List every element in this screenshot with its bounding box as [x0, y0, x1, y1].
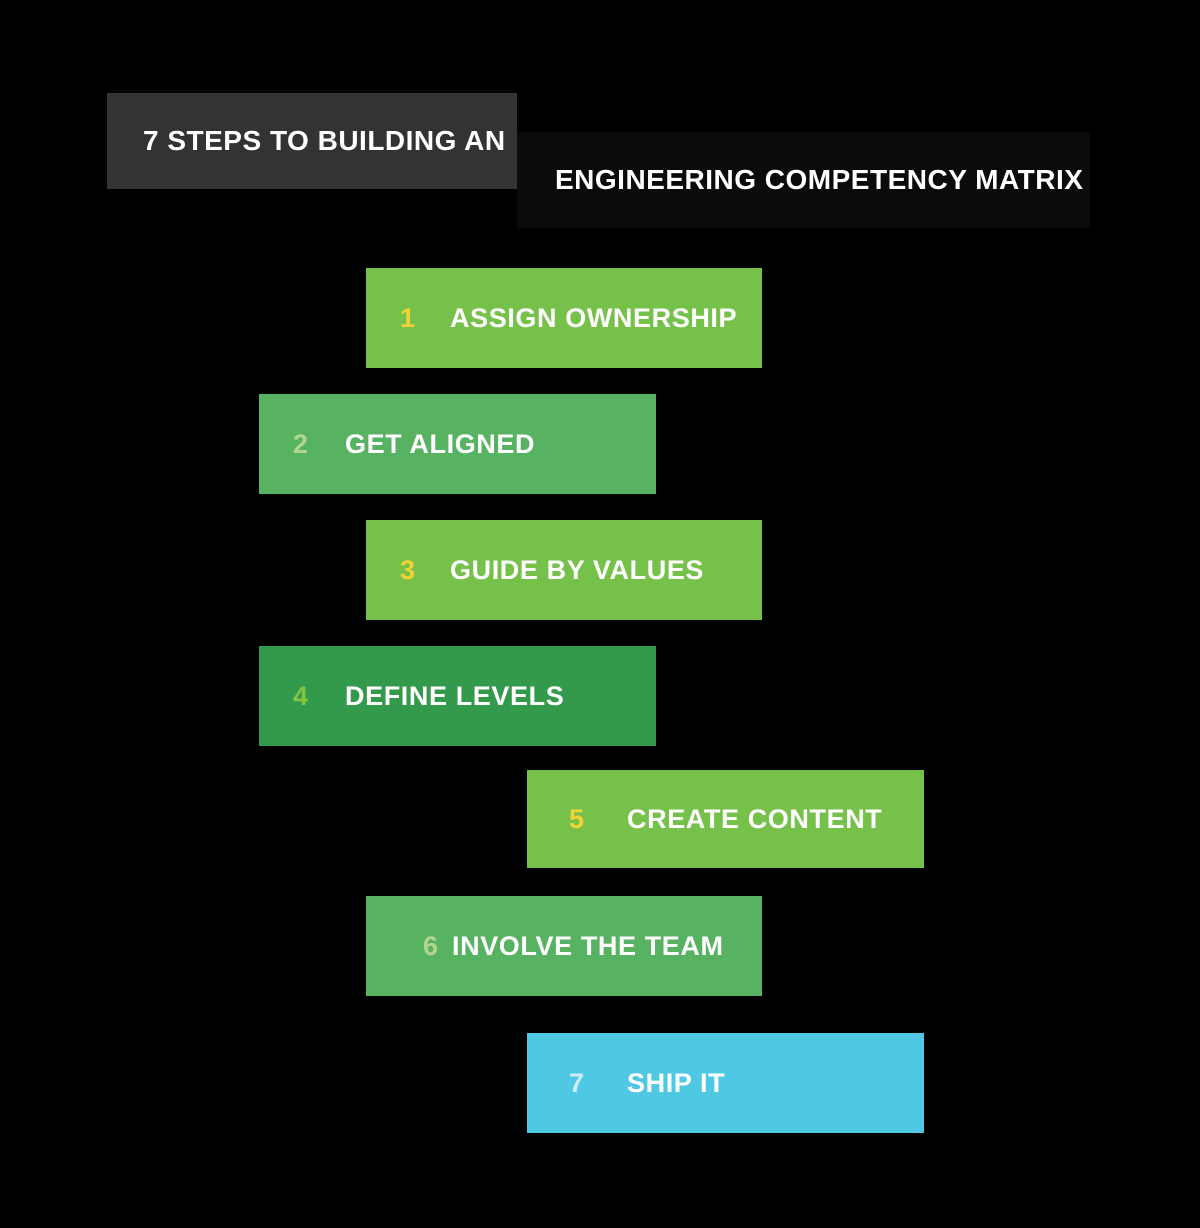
step-number: 4: [293, 680, 309, 711]
title-part-2-text: ENGINEERING COMPETENCY MATRIX: [555, 164, 1084, 195]
title-part-2: ENGINEERING COMPETENCY MATRIX: [517, 132, 1090, 228]
step-box: 1 ASSIGN OWNERSHIP: [366, 268, 762, 368]
step-box: 7 SHIP IT: [527, 1033, 924, 1133]
step-label: SHIP IT: [627, 1067, 726, 1098]
step-label: GET ALIGNED: [345, 428, 536, 459]
step-label: ASSIGN OWNERSHIP: [450, 302, 738, 333]
step-box: 3 GUIDE BY VALUES: [366, 520, 762, 620]
step-label: DEFINE LEVELS: [345, 680, 565, 711]
step-number: 2: [293, 428, 309, 459]
step-box: 4 DEFINE LEVELS: [259, 646, 656, 746]
title-part-1: 7 STEPS TO BUILDING AN: [107, 93, 517, 189]
step-box: 2 GET ALIGNED: [259, 394, 656, 494]
step-label: GUIDE BY VALUES: [450, 554, 705, 585]
step-label: CREATE CONTENT: [627, 803, 883, 834]
step-label: INVOLVE THE TEAM: [452, 930, 724, 961]
step-number: 7: [569, 1067, 585, 1098]
step-number: 3: [400, 554, 416, 585]
step-number: 5: [569, 803, 585, 834]
title-part-1-text: 7 STEPS TO BUILDING AN: [143, 125, 506, 156]
step-number: 1: [400, 302, 416, 333]
step-number: 6: [423, 930, 439, 961]
step-box: 6 INVOLVE THE TEAM: [366, 896, 762, 996]
step-box: 5 CREATE CONTENT: [527, 770, 924, 868]
